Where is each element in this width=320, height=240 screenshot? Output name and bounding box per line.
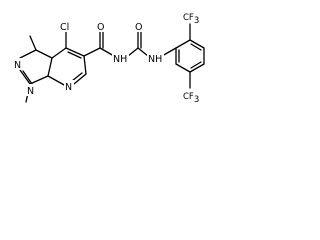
amide-nh-label: NH: [113, 54, 127, 65]
carbonyl-oxygen-2-label: O: [135, 22, 142, 33]
bond: [83, 47, 101, 57]
bond: [175, 39, 191, 49]
trifluoromethyl-top-label: CF3: [183, 13, 199, 26]
bond: [189, 39, 205, 49]
bond: [47, 75, 67, 87]
trifluoromethyl-bottom-label: CF3: [183, 92, 199, 105]
bond: [189, 63, 205, 73]
urea-nh-label: NH: [148, 54, 162, 65]
bond: [137, 47, 149, 57]
pyridine-n-label: N: [65, 82, 72, 93]
bond: [190, 43, 202, 51]
bond: [127, 47, 139, 57]
pyrazole-n1-label: N: [27, 86, 34, 97]
bond: [22, 70, 33, 85]
pyrazole-n2-label: N: [14, 60, 21, 71]
chemical-structure: Cl N N N O O NH NH CF3 CF3: [13, 10, 205, 105]
bond: [83, 55, 87, 75]
bond: [67, 51, 82, 59]
bond: [161, 47, 177, 57]
bond: [190, 61, 202, 69]
bond: [175, 63, 191, 73]
bond: [19, 69, 31, 85]
bonds: [19, 23, 205, 103]
chlorine-label: Cl: [60, 22, 69, 33]
carbonyl-oxygen-1-label: O: [97, 22, 104, 33]
bond: [73, 73, 87, 85]
bond: [19, 49, 37, 59]
bond: [51, 47, 67, 59]
atom-labels: Cl N N N O O NH NH CF3 CF3: [13, 10, 204, 105]
bond: [29, 35, 37, 51]
bond: [35, 49, 53, 59]
bond: [47, 57, 53, 77]
bond: [29, 75, 49, 85]
bond: [71, 72, 83, 82]
bond: [99, 47, 115, 57]
bond: [65, 47, 85, 57]
